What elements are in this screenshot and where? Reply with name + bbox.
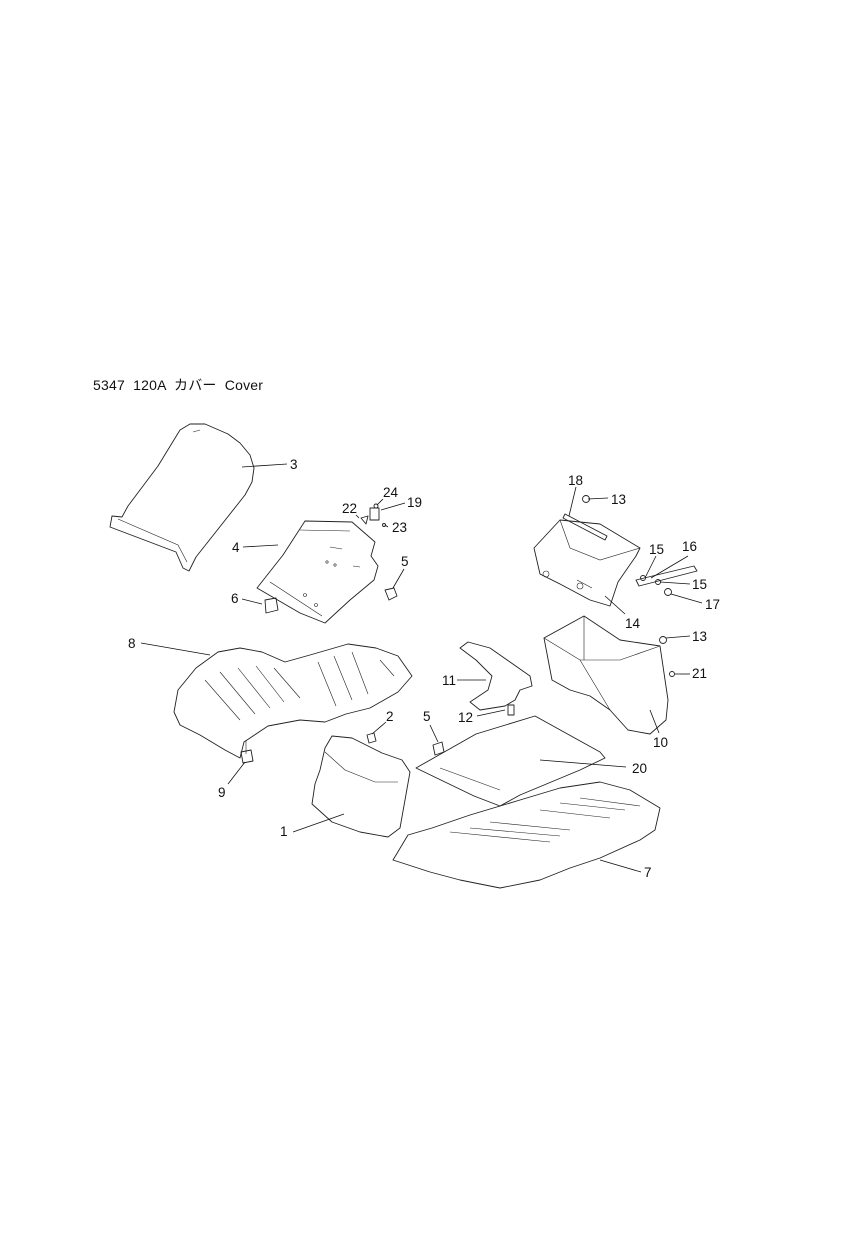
callout-19: 19 [407, 495, 422, 510]
part-bolt-21 [669, 671, 675, 677]
part-floor-cover-right [392, 781, 661, 889]
part-fastener [240, 749, 254, 764]
part-seat-cover [109, 423, 255, 572]
callout-3: 3 [290, 457, 298, 472]
callout-17: 17 [705, 597, 720, 612]
leader-lines [140, 463, 703, 873]
diagram-title: 5347 120A カバー Cover [93, 377, 264, 393]
callout-13-upper: 13 [611, 492, 626, 507]
callout-13-lower: 13 [692, 629, 707, 644]
callout-22: 22 [342, 501, 357, 516]
part-bolt-2 [366, 732, 377, 744]
callout-23: 23 [392, 520, 407, 535]
part-bolt [384, 587, 398, 601]
part-cowl [311, 735, 411, 838]
callout-11: 11 [442, 673, 456, 688]
callout-6: 6 [231, 591, 239, 606]
callout-9: 9 [218, 785, 226, 800]
callout-15-upper: 15 [649, 542, 664, 557]
callout-2: 2 [386, 709, 394, 724]
part-mount-panel [543, 615, 669, 735]
part-rod [562, 513, 608, 541]
callout-20: 20 [632, 761, 647, 776]
part-bracket [459, 641, 533, 711]
callout-5-lower: 5 [423, 709, 431, 724]
part-panel [256, 520, 379, 624]
callout-1: 1 [280, 824, 288, 839]
callout-10: 10 [653, 735, 668, 750]
callout-8: 8 [128, 636, 136, 651]
callout-5-upper: 5 [401, 554, 409, 569]
callout-18: 18 [568, 473, 583, 488]
part-strip [635, 565, 698, 596]
part-plate [415, 715, 606, 807]
callout-24: 24 [383, 485, 399, 500]
callout-labels: 3 4 22 24 19 23 5 6 8 9 2 1 5 20 7 11 12… [128, 457, 720, 880]
part-clip [264, 597, 279, 614]
part-small-hardware [360, 503, 386, 527]
part-bolt-13-lower [659, 636, 667, 644]
callout-12: 12 [458, 710, 473, 725]
callout-15-lower: 15 [692, 577, 707, 592]
callout-7: 7 [644, 865, 652, 880]
part-box [533, 519, 641, 607]
callout-4: 4 [232, 540, 240, 555]
part-spacer [507, 704, 515, 716]
callout-16: 16 [682, 539, 697, 554]
callout-21: 21 [692, 666, 707, 681]
callout-14: 14 [625, 616, 641, 631]
part-floor-cover-left [173, 643, 413, 759]
